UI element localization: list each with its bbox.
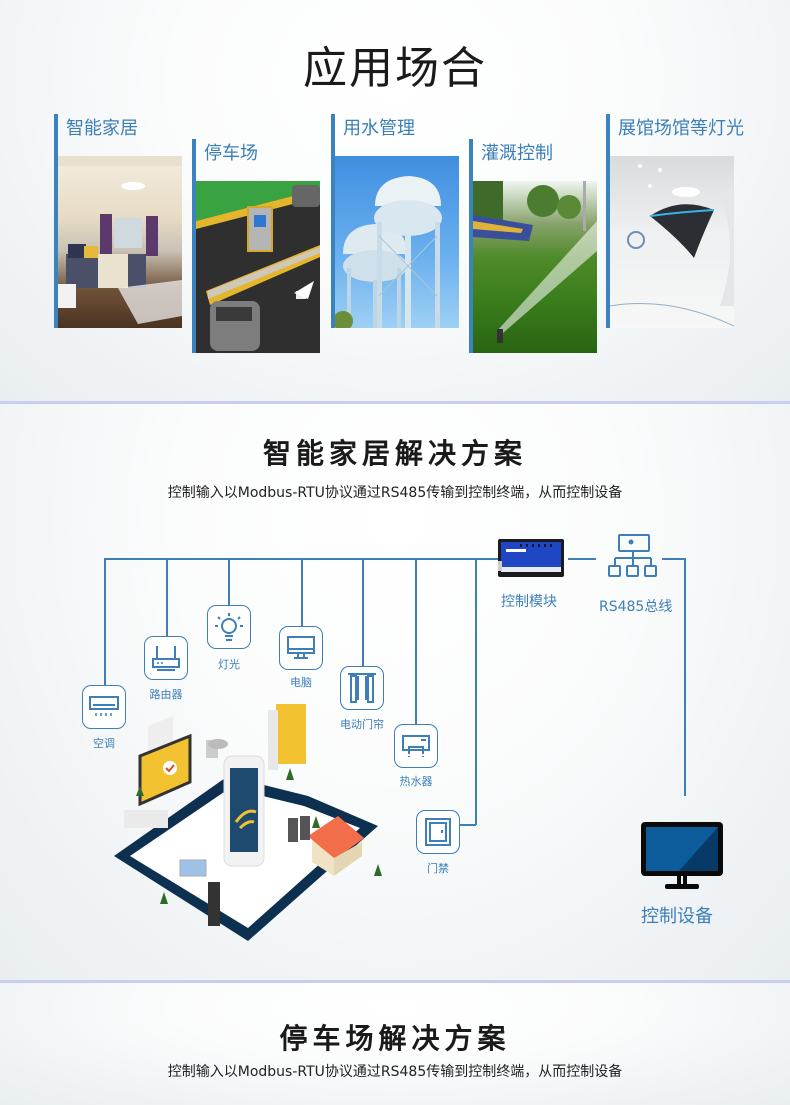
app-card-parking: 停车场 (192, 139, 322, 353)
card-accent-bar (606, 114, 610, 328)
parking-title: 停车场解决方案 (279, 1022, 511, 1055)
water-tower-photo (335, 156, 459, 328)
app-card-label: 智能家居 (66, 118, 138, 139)
smart-home-title: 智能家居解决方案 (262, 437, 527, 470)
control-device-label: 控制设备 (641, 906, 713, 927)
device-label: 灯光 (218, 658, 240, 671)
water-heater-icon (402, 735, 430, 757)
app-card-label: 灌溉控制 (481, 143, 553, 164)
parking-section: 停车场解决方案 控制输入以Modbus-RTU协议通过RS485传输到控制终端，… (0, 983, 790, 1105)
device-light (207, 605, 251, 649)
router-icon (152, 646, 180, 671)
network-bus-icon (606, 534, 658, 578)
control-device-monitor-icon (639, 820, 725, 894)
card-accent-bar (192, 139, 196, 353)
door-icon (425, 818, 451, 846)
bus-line-to-device-v (684, 558, 686, 796)
card-accent-bar (331, 114, 335, 328)
device-computer (279, 626, 323, 670)
section-divider (0, 401, 790, 404)
device-label: 空调 (93, 737, 115, 750)
bus-line-to-device-h (662, 558, 684, 560)
monitor-icon (287, 636, 315, 659)
applications-section: 应用场合 智能家居 停车场 (0, 0, 790, 401)
air-conditioner-icon (89, 696, 119, 716)
device-water-heater (394, 724, 438, 768)
app-card-label: 展馆场馆等灯光 (618, 118, 744, 139)
app-card-water-management: 用水管理 (331, 114, 461, 328)
smart-home-subtitle: 控制输入以Modbus-RTU协议通过RS485传输到控制终端，从而控制设备 (167, 485, 623, 501)
connector-line-ac (104, 558, 106, 688)
app-card-irrigation: 灌溉控制 (469, 139, 599, 353)
control-module-image (498, 539, 564, 577)
bus-line-module-to-bus (568, 558, 596, 560)
device-label: 热水器 (399, 775, 433, 788)
device-curtain (340, 666, 384, 710)
connector-line-light (228, 558, 230, 605)
connector-line-curtain (362, 558, 364, 666)
applications-title: 应用场合 (303, 43, 487, 94)
curtain-icon (348, 673, 376, 703)
connector-line-door (475, 558, 477, 825)
parking-lot-photo (196, 181, 320, 353)
section-divider (0, 980, 790, 983)
exhibition-hall-photo (610, 156, 734, 328)
light-bulb-icon (215, 613, 243, 641)
connector-line-door-h (460, 824, 476, 826)
parking-subtitle: 控制输入以Modbus-RTU协议通过RS485传输到控制终端，从而控制设备 (167, 1064, 623, 1080)
sprinkler-photo (473, 181, 597, 353)
device-door-access (416, 810, 460, 854)
connector-line-router (166, 558, 168, 640)
rs485-bus-label: RS485总线 (599, 599, 673, 615)
device-router (144, 636, 188, 680)
smart-home-section: 智能家居解决方案 控制输入以Modbus-RTU协议通过RS485传输到控制终端… (0, 404, 790, 980)
app-card-exhibition-lighting: 展馆场馆等灯光 (606, 114, 776, 328)
device-label: 电脑 (290, 676, 312, 689)
app-card-label: 停车场 (204, 143, 258, 164)
device-label: 电动门帘 (340, 718, 384, 731)
connector-line-heater (415, 558, 417, 724)
app-card-label: 用水管理 (343, 118, 415, 139)
device-air-conditioner (82, 685, 126, 729)
card-accent-bar (469, 139, 473, 353)
connector-line-computer (301, 558, 303, 628)
control-module-label: 控制模块 (501, 594, 557, 610)
card-accent-bar (54, 114, 58, 328)
bedroom-photo (58, 156, 182, 328)
device-label: 路由器 (149, 688, 183, 701)
device-label: 门禁 (427, 862, 449, 875)
smart-home-illustration (108, 696, 398, 946)
app-card-smart-home: 智能家居 (54, 114, 184, 328)
